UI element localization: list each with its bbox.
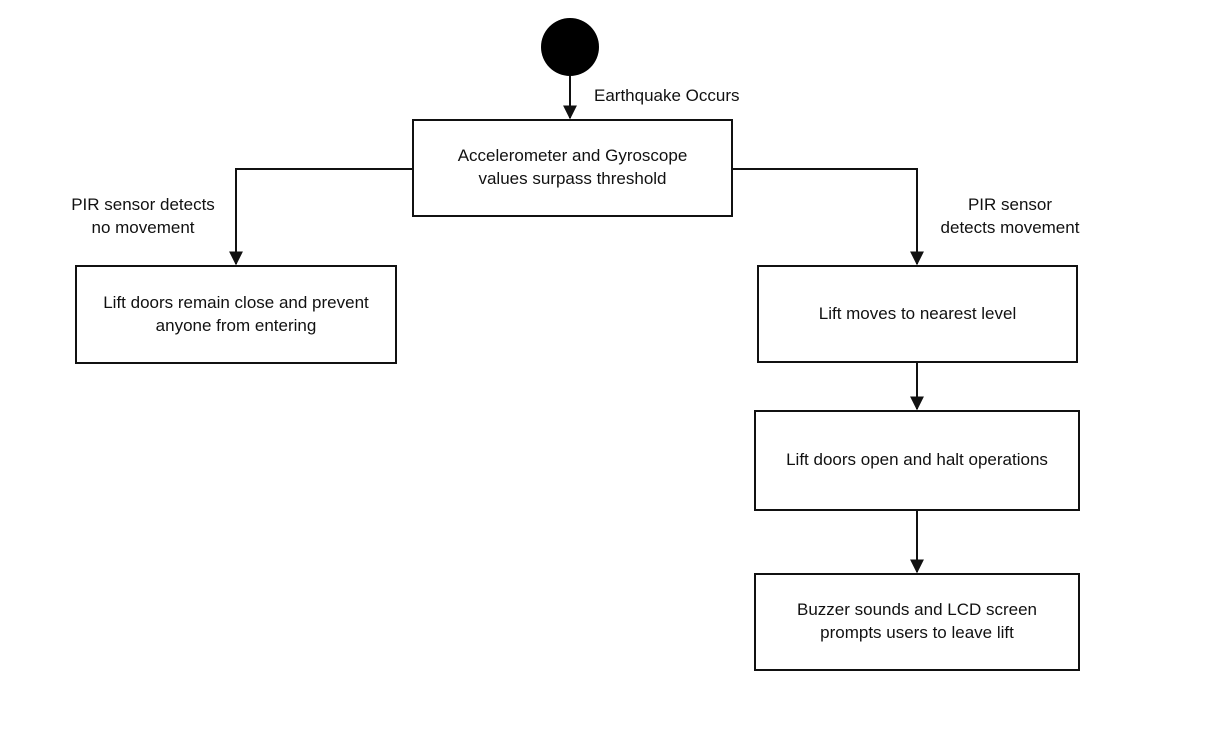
node-doors-open-line-1: Lift doors open and halt operations xyxy=(786,450,1048,470)
node-nearest-level: Lift moves to nearest level xyxy=(757,265,1078,363)
edge-threshold-to-nearest-level xyxy=(732,168,924,266)
edge-label-movement-line-1: PIR sensor xyxy=(967,195,1053,214)
edge-threshold-to-doors-closed xyxy=(229,168,413,266)
initial-state-node xyxy=(541,18,599,76)
edge-label-earthquake: Earthquake Occurs xyxy=(594,86,740,105)
edge-label-movement-line-2: detects movement xyxy=(940,217,1080,237)
node-nearest-level-line-1: Lift moves to nearest level xyxy=(818,303,1017,323)
node-threshold-line-2: values surpass threshold xyxy=(478,169,667,188)
node-buzzer-line-2: prompts users to leave lift xyxy=(820,623,1014,642)
node-threshold: Accelerometer and Gyroscope values surpa… xyxy=(412,119,733,217)
node-doors-closed: Lift doors remain close and prevent anyo… xyxy=(75,265,397,364)
node-buzzer: Buzzer sounds and LCD screen prompts use… xyxy=(754,573,1080,671)
node-buzzer-line-1: Buzzer sounds and LCD screen xyxy=(796,600,1038,620)
node-threshold-line-1: Accelerometer and Gyroscope xyxy=(457,146,688,166)
edge-label-no-movement-line-2: no movement xyxy=(91,217,195,237)
node-doors-closed-line-1: Lift doors remain close and prevent xyxy=(103,292,369,312)
node-doors-open: Lift doors open and halt operations xyxy=(754,410,1080,511)
edge-label-movement: PIR sensor detects movement xyxy=(930,194,1090,240)
edge-label-no-movement-line-1: PIR sensor detects xyxy=(71,195,215,214)
node-doors-closed-line-2: anyone from entering xyxy=(155,315,317,335)
edge-label-no-movement: PIR sensor detects no movement xyxy=(58,194,228,240)
